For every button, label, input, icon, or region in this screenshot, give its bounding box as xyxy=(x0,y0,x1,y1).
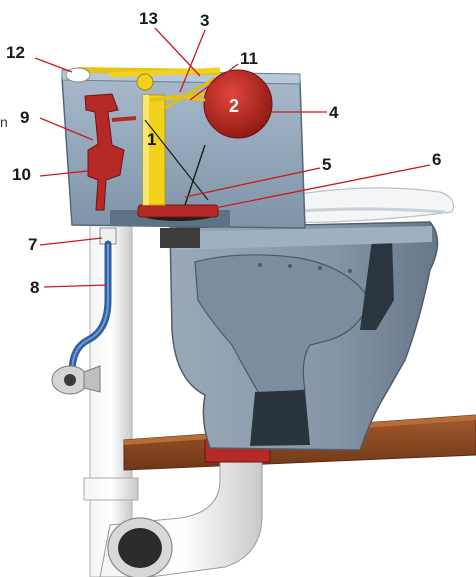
callout-8: 8 xyxy=(30,278,39,297)
callout-7: 7 xyxy=(28,235,37,254)
callout-1: 1 xyxy=(147,130,156,149)
callout-5: 5 xyxy=(322,155,331,174)
callout-11: 11 xyxy=(240,49,258,68)
flush-handle xyxy=(65,67,91,83)
callout-12: 12 xyxy=(6,43,25,62)
shutoff-valve xyxy=(51,365,101,395)
leader-lines xyxy=(34,27,431,288)
callout-13: 13 xyxy=(139,9,158,28)
edge-text-fragment: n xyxy=(0,114,8,130)
float-ball xyxy=(171,69,273,139)
supply-line xyxy=(68,227,117,376)
callout-6: 6 xyxy=(432,150,441,169)
fill-valve xyxy=(84,93,137,211)
overflow-tube xyxy=(142,94,166,206)
flapper-assembly xyxy=(137,204,219,248)
callout-3: 3 xyxy=(200,11,209,30)
callout-2: 2 xyxy=(229,96,239,116)
callout-9: 9 xyxy=(20,108,29,127)
callout-10: 10 xyxy=(12,165,31,184)
toilet-bowl xyxy=(169,221,439,451)
callout-4: 4 xyxy=(329,103,339,122)
